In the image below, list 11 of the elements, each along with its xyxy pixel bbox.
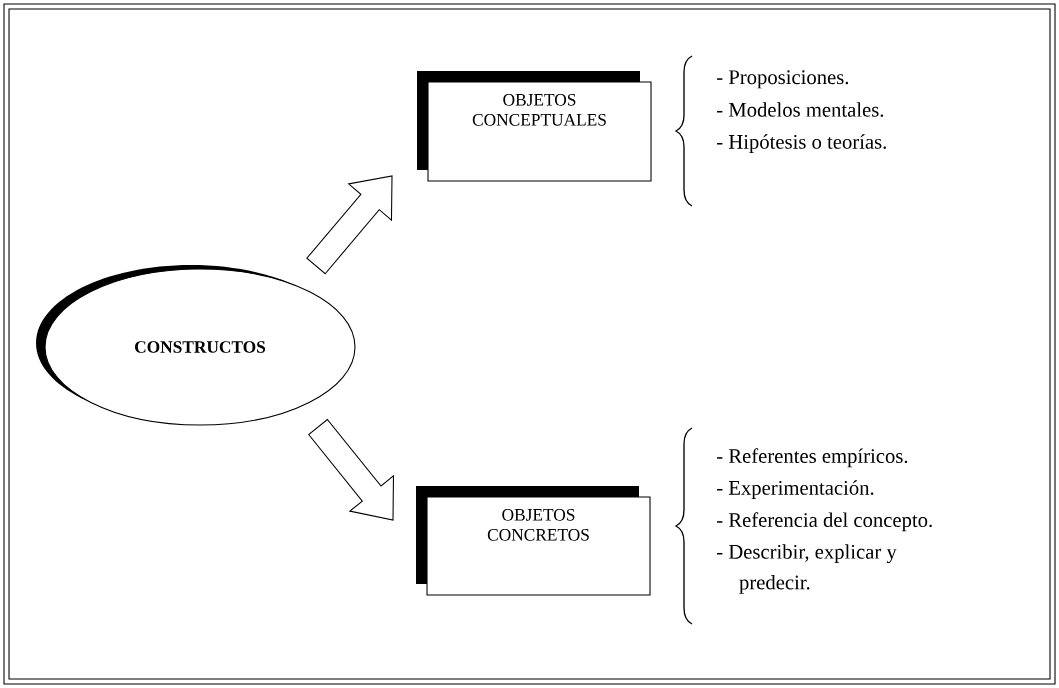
list-item: - Hipótesis o teorías. xyxy=(717,134,886,153)
process-box: OBJETOS CONCEPTUALES xyxy=(417,71,652,182)
list-item: - Referencia del concepto. xyxy=(717,512,932,532)
list-item: - Describir, explicar y predecir. xyxy=(717,544,897,594)
ellipse-node: CONSTRUCTOS xyxy=(36,265,356,426)
list-item: - Modelos mentales. xyxy=(717,102,884,117)
list-item: - Proposiciones. xyxy=(717,70,849,89)
block-arrow xyxy=(306,175,393,275)
list-item: - Referentes empíricos. xyxy=(717,448,908,468)
process-box: OBJETOS CONCRETOS xyxy=(416,486,651,596)
list-item: - Experimentación. xyxy=(717,480,874,499)
